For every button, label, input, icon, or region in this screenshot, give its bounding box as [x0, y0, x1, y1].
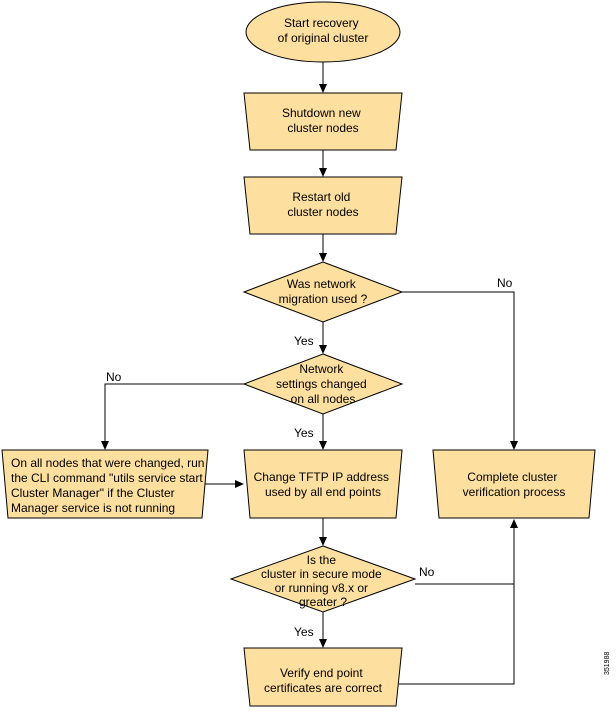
edge-migration-complete — [402, 291, 515, 442]
restart-node — [243, 176, 403, 235]
change-tftp-node-text: Change TFTP IP address used by all end p… — [254, 470, 393, 499]
complete-node-line-2: verification process — [463, 485, 566, 499]
verify-node-line-1: Verify end point — [280, 666, 363, 680]
secure-decision-line-1: Is the — [307, 553, 337, 567]
arrow-secure-complete — [510, 519, 518, 528]
secure-decision-line-2: cluster in secure mode — [261, 567, 382, 581]
label-secure-yes: Yes — [294, 625, 314, 639]
change-tftp-node — [243, 449, 403, 519]
arrow-start-shutdown — [319, 84, 327, 93]
run-cli-node-line-2: the CLI command "utils service start — [11, 471, 203, 485]
arrow-shutdown-restart — [319, 168, 327, 177]
complete-node-text: Complete cluster verification process — [463, 470, 566, 499]
label-migration-no: No — [497, 276, 513, 290]
migration-decision-line-1: Was network — [287, 277, 357, 291]
label-settings-yes: Yes — [294, 426, 314, 440]
run-cli-node — [1, 449, 209, 519]
run-cli-node-line-3: Cluster Manager" if the Cluster — [11, 486, 175, 500]
figure-id: 351988 — [604, 652, 611, 675]
restart-node-line-2: cluster nodes — [287, 205, 358, 219]
settings-decision-text: Network settings changed on all nodes — [276, 362, 370, 406]
arrow-settings-tftp — [319, 441, 327, 450]
arrow-runcli-tftp — [235, 480, 244, 488]
complete-node-line-1: Complete cluster — [467, 470, 557, 484]
edge-settings-runcli — [104, 383, 244, 442]
start-node-line-2: of original cluster — [278, 31, 369, 45]
shutdown-node-text: Shutdown new cluster nodes — [282, 106, 364, 135]
label-settings-no: No — [106, 370, 122, 384]
arrow-secure-verify — [319, 639, 327, 648]
arrow-migration-settings — [319, 345, 327, 354]
secure-decision-line-4: greater ? — [299, 595, 347, 609]
verify-node-line-2: certificates are correct — [264, 681, 383, 695]
arrow-tftp-secure — [319, 537, 327, 546]
migration-decision-line-2: migration used ? — [279, 292, 368, 306]
arrow-settings-runcli — [101, 441, 109, 450]
settings-decision-line-1: Network — [299, 362, 344, 376]
secure-decision-line-3: or running v8.x or — [275, 581, 368, 595]
shutdown-node-line-1: Shutdown new — [282, 106, 361, 120]
migration-decision-text: Was network migration used ? — [279, 277, 368, 306]
arrow-migration-complete — [510, 441, 518, 450]
arrow-restart-migration — [319, 253, 327, 262]
start-node-text: Start recovery of original cluster — [278, 16, 369, 45]
start-node-line-1: Start recovery — [284, 16, 359, 30]
secure-decision-text: Is the cluster in secure mode or running… — [261, 553, 385, 609]
change-tftp-node-line-1: Change TFTP IP address — [254, 470, 389, 484]
verify-node — [243, 647, 403, 707]
label-migration-yes: Yes — [294, 334, 314, 348]
verify-node-text: Verify end point certificates are correc… — [264, 666, 383, 695]
settings-decision-line-2: settings changed — [276, 377, 367, 391]
shutdown-node — [243, 92, 403, 151]
run-cli-node-line-1: On all nodes that were changed, run — [11, 456, 204, 470]
run-cli-node-line-4: Manager service is not running — [11, 501, 175, 515]
run-cli-node-text: On all nodes that were changed, run the … — [11, 456, 208, 515]
settings-decision-line-3: on all nodes — [291, 392, 356, 406]
label-secure-no: No — [419, 565, 435, 579]
restart-node-line-1: Restart old — [292, 190, 350, 204]
edge-verify-complete — [399, 584, 515, 685]
complete-node — [432, 449, 596, 519]
change-tftp-node-line-2: used by all end points — [265, 485, 381, 499]
shutdown-node-line-2: cluster nodes — [287, 121, 358, 135]
restart-node-text: Restart old cluster nodes — [287, 190, 358, 219]
